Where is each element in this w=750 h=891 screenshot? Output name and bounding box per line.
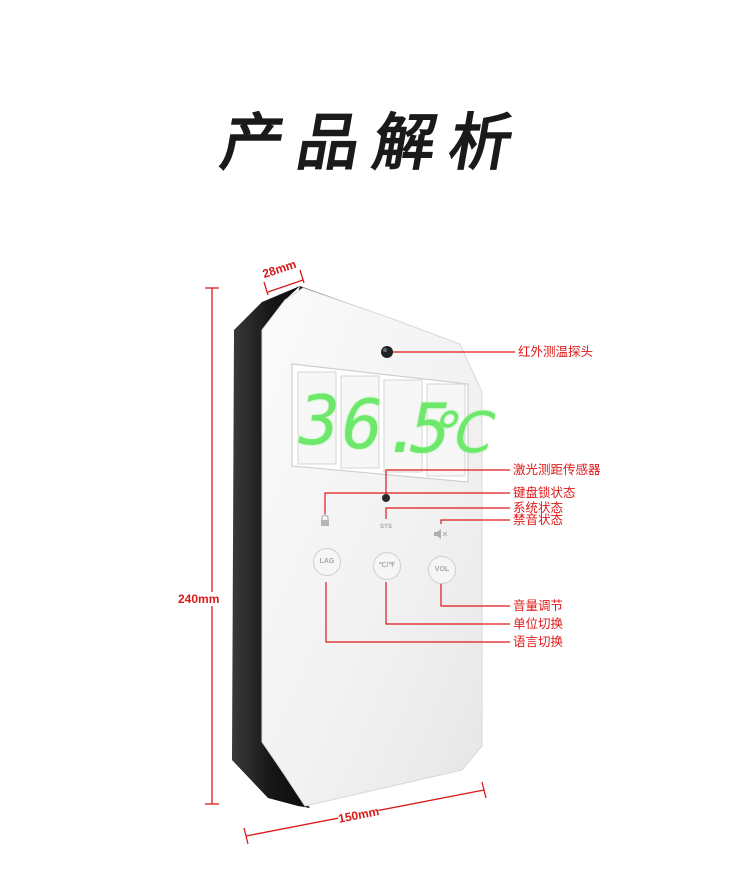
digit-cell-2 — [340, 375, 380, 469]
label-unit: 单位切换 — [513, 616, 564, 631]
temperature-readout: 3 6 .5 ℃ — [297, 372, 490, 469]
unit-button[interactable]: ℃/℉ — [373, 552, 401, 580]
callout-language — [325, 582, 510, 643]
label-ir-probe: 红外测温探头 — [518, 344, 594, 359]
digit-cell-4 — [426, 383, 466, 477]
callout-mute — [440, 519, 510, 524]
callout-laser — [385, 469, 510, 494]
label-language: 语言切换 — [513, 634, 564, 649]
callout-keylock — [324, 492, 510, 514]
language-button[interactable]: LAG — [313, 548, 341, 576]
label-system: 系统状态 — [513, 500, 564, 515]
label-mute: 禁音状态 — [513, 512, 564, 527]
volume-button[interactable]: VOL — [428, 556, 456, 584]
digit-2: 6 — [342, 386, 383, 465]
digit-cell-1 — [297, 371, 337, 465]
callout-volume — [440, 582, 510, 607]
laser-sensor — [382, 494, 390, 502]
callout-unit — [385, 582, 510, 625]
callout-system — [385, 507, 510, 519]
ir-probe-lens — [381, 346, 393, 358]
digit-1: 3 — [299, 382, 340, 461]
digit-3: .5 — [383, 390, 451, 469]
dim-depth-line — [267, 279, 304, 293]
label-keylock: 键盘锁状态 — [513, 485, 576, 500]
ir-probe-highlight — [383, 348, 387, 352]
callout-lines — [324, 351, 515, 643]
digit-cell-3 — [383, 379, 423, 473]
dim-height-label: 240mm — [178, 592, 220, 606]
label-volume: 音量调节 — [513, 598, 564, 613]
sys-status-text: SYS — [380, 524, 393, 530]
unit-symbol: ℃ — [427, 401, 490, 466]
label-laser-sensor: 激光测距传感器 — [513, 462, 601, 477]
mute-icon — [434, 529, 448, 539]
lock-icon — [321, 514, 329, 526]
device-side — [232, 286, 310, 808]
